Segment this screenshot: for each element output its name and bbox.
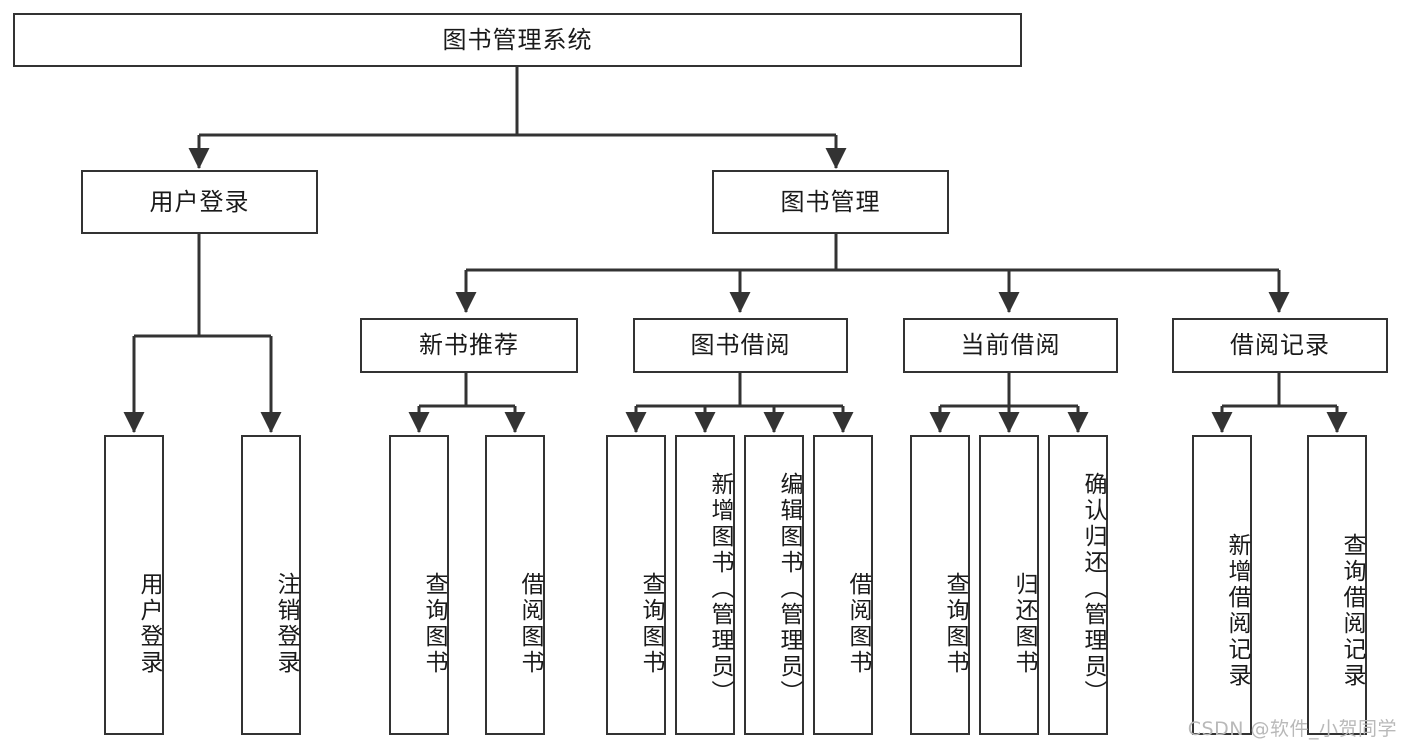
node-leaf-add-book-label: 新增图书（管理员） <box>707 472 733 706</box>
node-leaf-query-book-3[interactable]: 查询图书 <box>910 435 970 735</box>
node-leaf-borrow-book-2-label: 借阅图书 <box>845 572 871 676</box>
node-leaf-borrow-book-2[interactable]: 借阅图书 <box>813 435 873 735</box>
node-leaf-query-book-1[interactable]: 查询图书 <box>389 435 449 735</box>
node-borrow-record-label: 借阅记录 <box>1230 331 1330 360</box>
node-leaf-user-logout-label: 注销登录 <box>273 572 299 676</box>
node-leaf-query-record[interactable]: 查询借阅记录 <box>1307 435 1367 735</box>
node-book-borrow[interactable]: 图书借阅 <box>633 318 848 373</box>
node-leaf-add-record[interactable]: 新增借阅记录 <box>1192 435 1252 735</box>
node-new-book-recommend-label: 新书推荐 <box>419 331 519 360</box>
node-leaf-edit-book[interactable]: 编辑图书（管理员） <box>744 435 804 735</box>
node-current-borrow-label: 当前借阅 <box>960 331 1061 360</box>
node-leaf-borrow-book-1-label: 借阅图书 <box>517 572 543 676</box>
node-leaf-return-book-label: 归还图书 <box>1011 572 1037 676</box>
node-new-book-recommend[interactable]: 新书推荐 <box>360 318 578 373</box>
node-leaf-query-book-2[interactable]: 查询图书 <box>606 435 666 735</box>
node-leaf-query-book-2-label: 查询图书 <box>638 572 664 676</box>
node-leaf-confirm-return-label: 确认归还（管理员） <box>1080 472 1106 706</box>
node-leaf-user-login-label: 用户登录 <box>136 572 162 676</box>
node-root-label: 图书管理系统 <box>442 25 593 54</box>
node-leaf-confirm-return[interactable]: 确认归还（管理员） <box>1048 435 1108 735</box>
node-leaf-query-book-3-label: 查询图书 <box>942 572 968 676</box>
node-leaf-add-record-label: 新增借阅记录 <box>1224 533 1250 689</box>
csdn-watermark: CSDN @软件_小贺同学 <box>1187 718 1397 740</box>
node-leaf-add-book[interactable]: 新增图书（管理员） <box>675 435 735 735</box>
node-root[interactable]: 图书管理系统 <box>13 13 1022 67</box>
node-borrow-record[interactable]: 借阅记录 <box>1172 318 1388 373</box>
node-leaf-user-login[interactable]: 用户登录 <box>104 435 164 735</box>
node-leaf-user-logout[interactable]: 注销登录 <box>241 435 301 735</box>
node-current-borrow[interactable]: 当前借阅 <box>903 318 1118 373</box>
node-user-login-label: 用户登录 <box>149 187 250 216</box>
node-leaf-return-book[interactable]: 归还图书 <box>979 435 1039 735</box>
node-book-management[interactable]: 图书管理 <box>712 170 949 234</box>
node-leaf-edit-book-label: 编辑图书（管理员） <box>776 472 802 706</box>
node-leaf-query-book-1-label: 查询图书 <box>421 572 447 676</box>
node-user-login[interactable]: 用户登录 <box>81 170 318 234</box>
node-book-borrow-label: 图书借阅 <box>690 331 791 360</box>
node-book-management-label: 图书管理 <box>780 187 881 216</box>
node-leaf-borrow-book-1[interactable]: 借阅图书 <box>485 435 545 735</box>
node-leaf-query-record-label: 查询借阅记录 <box>1339 533 1365 689</box>
